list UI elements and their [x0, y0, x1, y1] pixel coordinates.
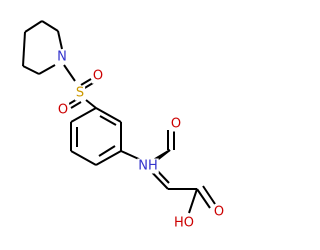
bond — [202, 185, 216, 205]
sulfonyl-oxygen-left-label: O — [58, 103, 68, 118]
bond — [70, 101, 82, 109]
sulfonyl-oxygen-right-label: O — [93, 69, 103, 84]
bond — [41, 20, 59, 32]
bond — [95, 107, 122, 123]
atom-label-background — [172, 215, 196, 231]
piperidine-ring — [22, 20, 63, 75]
bond — [38, 64, 56, 75]
atom-label-background — [91, 68, 105, 84]
atom-labels: N S O O NH O O HO — [56, 49, 226, 231]
acid-oxygen-label: O — [214, 205, 224, 220]
atom-label-background — [212, 204, 226, 220]
bond — [63, 64, 76, 82]
bond — [99, 115, 117, 126]
bond — [57, 30, 63, 50]
bond — [22, 31, 26, 67]
bond — [70, 150, 97, 166]
atom-label-background — [56, 49, 68, 65]
amide-oxygen-label: O — [171, 117, 181, 132]
amide-nh-label: NH — [138, 159, 158, 174]
acid-hydroxyl-label: HO — [174, 216, 194, 231]
bond — [80, 78, 92, 86]
bond — [24, 20, 43, 33]
bond — [70, 107, 97, 123]
benzene-ring — [70, 107, 122, 166]
atom-label-background — [56, 102, 70, 118]
bond — [95, 150, 122, 166]
bond — [188, 188, 198, 214]
chemical-structure: N S O O NH O O HO — [22, 20, 226, 231]
atom-label-background — [137, 158, 159, 174]
amide-acid-chain — [120, 130, 216, 214]
bond — [98, 145, 116, 157]
bond — [196, 188, 211, 209]
bond — [85, 99, 97, 109]
piperidine-nitrogen-label: N — [57, 50, 67, 65]
atom-label-background — [74, 85, 86, 101]
atom-label-background — [169, 116, 183, 132]
bond — [22, 65, 40, 75]
sulfonyl-sulfur-label: S — [76, 86, 84, 101]
